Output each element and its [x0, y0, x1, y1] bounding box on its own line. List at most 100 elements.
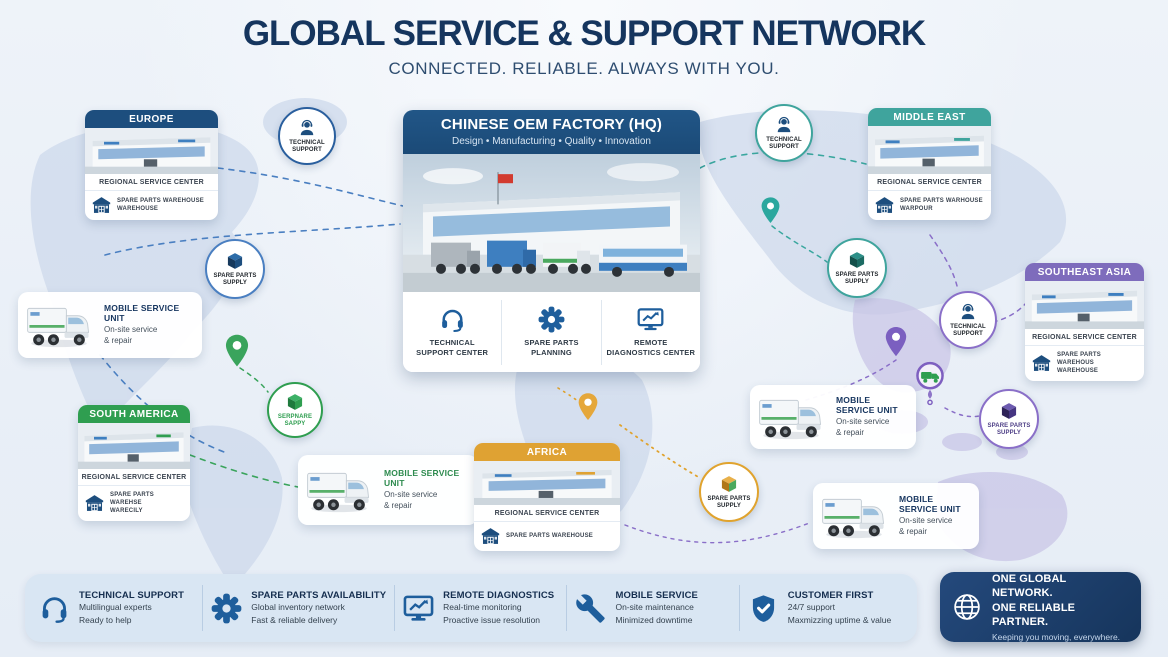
badge-label: SUPPORT	[292, 147, 322, 153]
footer-divider	[394, 585, 396, 631]
footer-divider	[202, 585, 204, 631]
hq-service-label: REMOTE	[634, 337, 668, 347]
badge-label: SPARE PARTS	[707, 495, 751, 502]
hq-subtitle: Design • Manufacturing • Quality • Innov…	[452, 136, 651, 147]
hq-title: CHINESE OEM FACTORY (HQ)	[440, 116, 663, 133]
badge-label: SUPPLY	[716, 503, 742, 509]
monitor-chart-icon	[637, 306, 664, 333]
footer-item-title: MOBILE SERVICE	[615, 590, 698, 602]
service-center-photo	[868, 126, 991, 174]
location-pin-southeast-asia	[884, 325, 908, 359]
mobile-unit-line1: On-site service	[836, 417, 890, 427]
region-card-middle-east: MIDDLE EAST REGIONAL SERVICE CENTER SPAR…	[868, 108, 991, 220]
footer-item-line2: Minimized downtime	[615, 614, 693, 625]
hq-header: CHINESE OEM FACTORY (HQ) Design • Manufa…	[403, 110, 700, 154]
hq-service-label: SUPPORT CENTER	[416, 348, 489, 357]
footer-item-line2: Ready to help	[79, 614, 132, 625]
warehouse-icon	[1032, 354, 1051, 372]
warehouse-label-line2: WARPOUR	[900, 206, 933, 212]
warehouse-label-line2: WARECILY	[110, 508, 143, 515]
support-agent-icon	[958, 302, 978, 322]
headset-icon	[39, 593, 70, 624]
location-pin-atlantic	[224, 333, 250, 369]
footer-item-line2: Maxmizzing uptime & value	[787, 614, 892, 625]
region-card-africa: AFRICA REGIONAL SERVICE CENTER SPARE PAR…	[474, 443, 620, 551]
region-card-south-america: SOUTH AMERICA REGIONAL SERVICE CENTER SP…	[78, 405, 190, 522]
footer-feature-bar: TECHNICAL SUPPORT Multilingual experts R…	[25, 574, 917, 642]
badge-label: SUPPLY	[222, 280, 248, 286]
footer-item-line1: On-site maintenance	[615, 602, 694, 613]
service-center-photo	[78, 423, 190, 469]
headset-icon	[439, 306, 466, 333]
support-agent-icon	[774, 115, 794, 135]
region-title: MIDDLE EAST	[868, 108, 991, 126]
shield-check-icon	[748, 593, 779, 624]
mobile-unit-title: MOBILE SERVICE UNIT	[836, 395, 898, 416]
region-card-southeast-asia: SOUTHEAST ASIA REGIONAL SERVICE CENTER S…	[1025, 263, 1144, 382]
parts-cube-icon	[225, 251, 245, 271]
footer-item-line2: Fast & reliable delivery	[251, 614, 338, 625]
badge-label: SUPPLY	[996, 430, 1022, 436]
global-network-banner: ONE GLOBAL NETWORK. ONE RELIABLE PARTNER…	[940, 572, 1141, 642]
badge-label: SPARE PARTS	[213, 272, 257, 279]
hq-card: CHINESE OEM FACTORY (HQ) Design • Manufa…	[403, 110, 700, 372]
footer-item-line1: Real-time monitoring	[443, 602, 522, 613]
page-subtitle: CONNECTED. RELIABLE. ALWAYS WITH YOU.	[388, 59, 780, 78]
region-title: EUROPE	[85, 110, 218, 128]
footer-item-title: REMOTE DIAGNOSTICS	[443, 590, 555, 602]
badge-label: SUPPLY	[844, 279, 870, 285]
region-title: SOUTHEAST ASIA	[1025, 263, 1144, 281]
mobile-unit-line2: & repair	[836, 428, 865, 437]
footer-item-title: TECHNICAL SUPPORT	[79, 590, 184, 602]
badge-label: TECHNICAL	[289, 139, 325, 146]
gear-icon	[538, 306, 565, 333]
banner-line2: ONE RELIABLE PARTNER.	[992, 601, 1076, 628]
location-pin-africa	[577, 392, 599, 422]
footer-item-line2: Proactive issue resolution	[443, 614, 541, 625]
region-title: AFRICA	[474, 443, 620, 461]
mobile-unit-title: MOBILE SERVICE UNIT	[899, 494, 961, 515]
warehouse-label-line1: SPARE PARTS WAREHOUSE	[506, 532, 593, 539]
footer-item-remote-diagnostics: REMOTE DIAGNOSTICS Real-time monitoring …	[395, 590, 566, 626]
footer-item-title: CUSTOMER FIRST	[787, 590, 874, 602]
hq-service-label: DIAGNOSTICS CENTER	[606, 348, 696, 357]
regional-service-center-label: REGIONAL SERVICE CENTER	[1025, 329, 1144, 346]
badge-label: SUPPORT	[769, 144, 799, 150]
vehicle-marker-indonesia	[912, 360, 948, 406]
badge-label: SAPPY	[284, 421, 306, 427]
mobile-unit-title: MOBILE SERVICE UNIT	[104, 303, 180, 324]
warehouse-icon	[481, 527, 500, 545]
footer-item-customer-first: CUSTOMER FIRST 24/7 support Maxmizzing u…	[740, 590, 911, 626]
mobile-unit-line1: On-site service	[384, 490, 438, 500]
badge-label: SERPNARE	[277, 413, 313, 420]
parts-cube-icon	[847, 250, 867, 270]
footer-divider	[566, 585, 568, 631]
footer-item-line1: Multilingual experts	[79, 602, 152, 613]
mobile-service-unit-oceania: MOBILE SERVICE UNIT On-site service& rep…	[813, 483, 979, 549]
region-title: SOUTH AMERICA	[78, 405, 190, 423]
page-title: GLOBAL SERVICE & SUPPORT NETWORK	[242, 14, 926, 53]
parts-cube-icon	[719, 474, 739, 494]
warehouse-label-line1: SPARE PARTS WAREHOUS	[1057, 352, 1101, 367]
location-pin-middle-east	[760, 196, 781, 225]
mobile-unit-line1: On-site service	[899, 516, 953, 526]
mobile-service-unit-north-america: MOBILE SERVICE UNIT On-site service& rep…	[18, 292, 202, 358]
regional-service-center-label: REGIONAL SERVICE CENTER	[868, 174, 991, 191]
footer-item-spare-parts: SPARE PARTS AVAILABILITY Global inventor…	[203, 590, 394, 626]
mobile-unit-title: MOBILE SERVICE UNIT	[384, 468, 460, 489]
footer-divider	[738, 585, 740, 631]
warehouse-label-line1: SPARE PARTS WAREHOUSE	[117, 197, 204, 204]
badge-label: TECHNICAL	[766, 136, 802, 143]
badge-label: SPARE PARTS	[835, 271, 879, 278]
